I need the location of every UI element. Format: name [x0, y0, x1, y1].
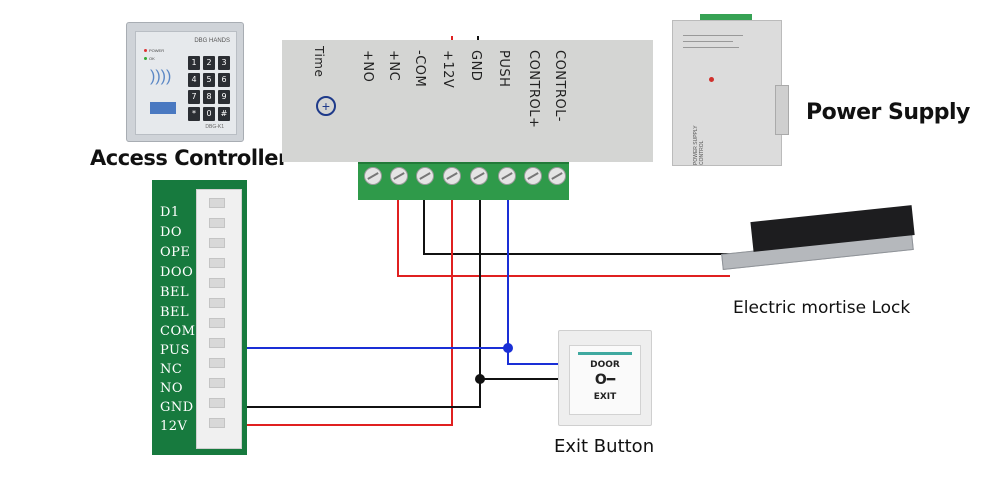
connector-slot — [209, 398, 225, 408]
key-icon: O━ — [594, 372, 616, 388]
rfid-icon: )))) — [150, 68, 172, 85]
terminal-screw — [364, 167, 382, 185]
wire-blue-exit-branch — [507, 348, 558, 365]
junction-black — [475, 374, 485, 384]
lock-label: Electric mortise Lock — [733, 298, 911, 318]
key: 0 — [203, 107, 215, 121]
terminal-label: +NC — [386, 50, 401, 82]
key: 9 — [218, 90, 230, 104]
access-controller-label: Access Controller — [90, 146, 288, 170]
psu-side-text: POWER SUPPLY CONTROL — [693, 125, 705, 165]
led-ok-label: OK — [149, 56, 155, 61]
key: 4 — [188, 73, 200, 87]
terminal-screw — [443, 167, 461, 185]
keypad-grid: 1 2 3 4 5 6 7 8 9 * 0 # — [188, 56, 230, 121]
terminal-screw — [524, 167, 542, 185]
terminal-screw — [470, 167, 488, 185]
board-pin-label: COM — [160, 324, 196, 339]
terminal-screw — [548, 167, 566, 185]
psu-mount-bracket — [775, 85, 789, 135]
power-supply-unit: POWER SUPPLY CONTROL — [672, 20, 789, 166]
board-pin-label: DO — [160, 225, 183, 240]
keypad-led-ok: OK — [144, 56, 174, 61]
key: 1 — [188, 56, 200, 70]
exit-exit-text: EXIT — [593, 392, 617, 402]
connector-slot — [209, 218, 225, 228]
connector-slot — [209, 418, 225, 428]
connector-slot — [209, 318, 225, 328]
wire-red-to-lock — [397, 200, 730, 277]
control-box-brand: Time — [312, 46, 326, 78]
board-pin-label: DOO — [160, 265, 194, 280]
exit-button-face: DOOR O━ EXIT — [569, 345, 641, 415]
key: # — [218, 107, 230, 121]
terminal-label: CONTROL- — [552, 50, 567, 122]
connector-slot — [209, 198, 225, 208]
board-pin-label: PUS — [160, 343, 190, 358]
connector-slot — [209, 298, 225, 308]
wire-black-gnd — [247, 200, 481, 408]
terminal-screw — [416, 167, 434, 185]
terminal-screw — [390, 167, 408, 185]
terminal-label: GND — [468, 50, 483, 82]
board-pin-label: BEL — [160, 285, 190, 300]
board-pin-label: GND — [160, 400, 194, 415]
key: 7 — [188, 90, 200, 104]
key: 5 — [203, 73, 215, 87]
board-pin-label: NO — [160, 381, 184, 396]
key: 6 — [218, 73, 230, 87]
board-pin-label: NC — [160, 362, 183, 377]
led-power-label: POWER — [149, 48, 165, 53]
wire-black-to-lock — [423, 200, 760, 255]
keypad-led-power: POWER — [144, 48, 174, 53]
time-logo-icon: + — [316, 96, 336, 116]
board-connector — [196, 189, 242, 449]
exit-door-text: DOOR — [590, 360, 620, 370]
terminal-label: PUSH — [496, 50, 511, 88]
terminal-label: +12V — [440, 50, 455, 89]
psu-text-line — [683, 35, 743, 36]
terminal-label: -COM — [412, 50, 427, 88]
psu-led-icon — [709, 77, 714, 82]
exit-button-device: DOOR O━ EXIT — [558, 330, 652, 426]
keypad-model: DBG-K1 — [205, 124, 224, 130]
terminal-screw — [498, 167, 516, 185]
terminal-label: CONTROL+ — [526, 50, 541, 129]
connector-slot — [209, 358, 225, 368]
key: * — [188, 107, 200, 121]
board-pin-label: BEL — [160, 305, 190, 320]
connector-slot — [209, 378, 225, 388]
board-pin-label: OPE — [160, 245, 191, 260]
power-supply-label: Power Supply — [806, 100, 970, 125]
board-pin-label: D1 — [160, 205, 180, 220]
access-controller-keypad: DBG HANDS POWER OK )))) 1 2 3 4 5 6 7 8 … — [126, 22, 244, 142]
connector-slot — [209, 338, 225, 348]
exit-button-label: Exit Button — [554, 436, 655, 457]
wire-red-12v — [247, 200, 453, 426]
terminal-label: +NO — [360, 50, 375, 83]
board-pin-label: 12V — [160, 419, 188, 434]
connector-slot — [209, 258, 225, 268]
key: 8 — [203, 90, 215, 104]
connector-slot — [209, 278, 225, 288]
terminal-block — [358, 162, 569, 200]
junction-blue — [503, 343, 513, 353]
card-scan-icon — [150, 102, 176, 114]
key: 2 — [203, 56, 215, 70]
time-delay-control-box: Time + +NO +NC -COM +12V GND PUSH CONTRO… — [282, 40, 653, 162]
keypad-brand: DBG HANDS — [194, 38, 230, 44]
psu-text-line — [683, 41, 733, 42]
exit-indicator-bar — [578, 352, 632, 355]
keypad-face: DBG HANDS POWER OK )))) 1 2 3 4 5 6 7 8 … — [135, 31, 237, 135]
wire-blue-push — [247, 200, 509, 349]
key: 3 — [218, 56, 230, 70]
psu-text-line — [683, 47, 739, 48]
connector-slot — [209, 238, 225, 248]
